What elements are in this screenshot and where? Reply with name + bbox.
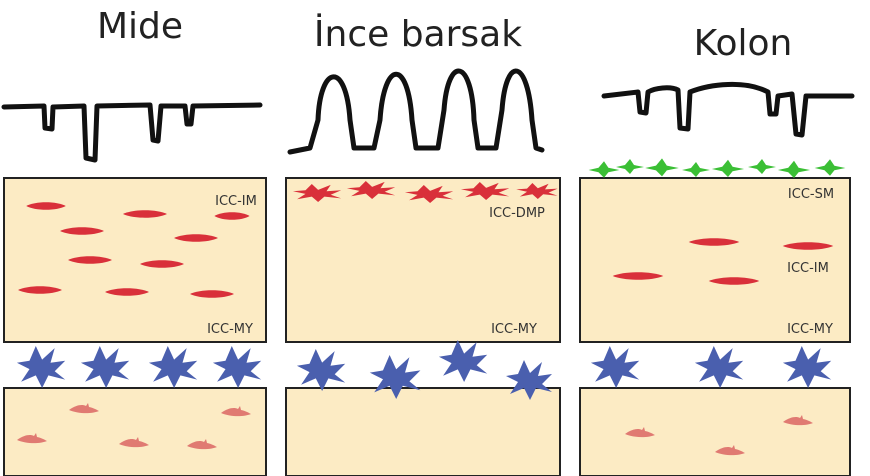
ince-barsak-lower-muscle-layer — [285, 387, 561, 476]
label-kolon-icc-sm: ICC-SM — [788, 187, 834, 202]
kolon-icc-my-cells — [590, 346, 832, 388]
title-ince-barsak: İnce barsak — [314, 13, 522, 55]
label-ince-barsak-icc-my: ICC-MY — [491, 322, 537, 337]
slow-wave-trace-ince-barsak — [287, 68, 545, 155]
label-kolon-icc-im: ICC-IM — [787, 261, 829, 276]
slow-wave-trace-kolon — [601, 82, 855, 138]
kolon-upper-muscle-layer — [579, 177, 851, 343]
label-ince-barsak-icc-dmp: ICC-DMP — [489, 206, 545, 221]
label-mide-icc-im: ICC-IM — [215, 194, 257, 209]
label-mide-icc-my: ICC-MY — [207, 322, 253, 337]
kolon-icc-sm-cells — [588, 158, 846, 179]
title-kolon: Kolon — [694, 23, 793, 64]
label-kolon-icc-my: ICC-MY — [787, 322, 833, 337]
kolon-lower-muscle-layer — [579, 387, 851, 476]
ince-barsak-upper-muscle-layer — [285, 177, 561, 343]
mide-lower-muscle-layer — [3, 387, 267, 476]
mide-icc-my-cells — [16, 346, 262, 388]
slow-wave-trace-mide — [1, 102, 263, 163]
title-mide: Mide — [97, 6, 183, 47]
